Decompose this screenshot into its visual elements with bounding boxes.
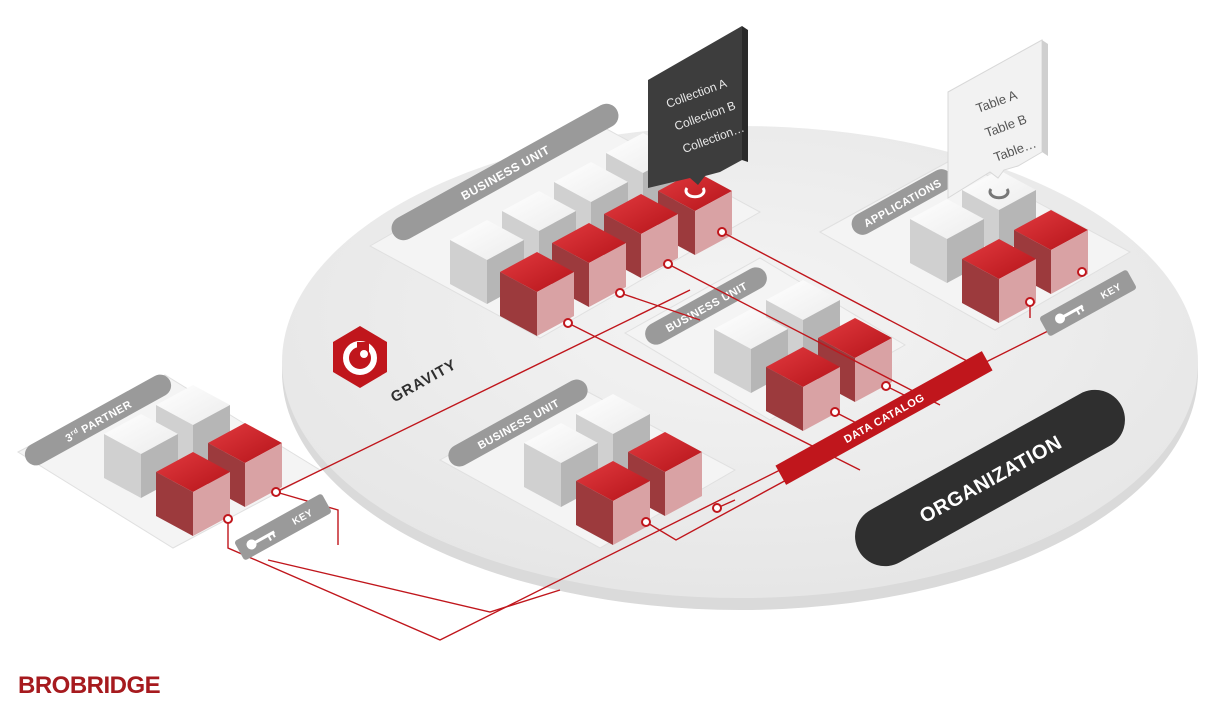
cube-top (500, 252, 574, 292)
cube-top (576, 394, 650, 434)
cube-top (576, 461, 650, 501)
connection-lines (227, 231, 1051, 641)
cube-top (714, 309, 788, 349)
key-badge-left: KEY (235, 494, 331, 560)
cube-right-face (613, 481, 650, 545)
cube-top (766, 280, 840, 320)
cube-right-face (193, 472, 230, 536)
partner-cube-3 (156, 452, 230, 536)
key-badge-right: KEY (1040, 270, 1136, 336)
cube-top (766, 347, 840, 387)
cube-top (524, 423, 598, 463)
cube-left-face (576, 481, 613, 545)
cube-top (104, 414, 178, 454)
cube-left-face (104, 434, 141, 498)
key-icon (246, 530, 276, 550)
cube-top (156, 452, 230, 492)
cube-left-face (766, 367, 803, 431)
cube-left-face (714, 329, 751, 393)
cube-top (156, 385, 230, 425)
cube-top (910, 199, 984, 239)
cube-top (554, 162, 628, 202)
cube-top (628, 432, 702, 472)
bu1-cube-4 (658, 171, 732, 255)
cube-top (962, 170, 1036, 210)
bu2-cube-1 (714, 309, 788, 393)
cube-top (604, 194, 678, 234)
app-cube-1 (910, 199, 984, 283)
refresh-icon (684, 187, 706, 199)
bu2-cube-3 (766, 347, 840, 431)
app-cube-3 (962, 239, 1036, 323)
connection-points (223, 227, 1087, 527)
cube-right-face (1051, 230, 1088, 294)
cube-top (1014, 210, 1088, 250)
partner-cube-0 (156, 385, 230, 469)
cube-left-face (156, 472, 193, 536)
cube-left-face (500, 272, 537, 336)
cube-top (818, 318, 892, 358)
gravity-logo-icon (333, 326, 387, 388)
cube-right-face (695, 191, 732, 255)
cube-left-face (962, 259, 999, 323)
cube-right-face (665, 452, 702, 516)
cube-left-face (524, 443, 561, 507)
cube-top (208, 423, 282, 463)
key-icon (1055, 304, 1085, 324)
partner-cube-1 (104, 414, 178, 498)
cube-right-face (999, 259, 1036, 323)
bu3-cube-2 (628, 432, 702, 516)
cube-layer (104, 133, 1088, 545)
cube-top (962, 239, 1036, 279)
refresh-icon (988, 188, 1010, 200)
cube-right-face (803, 367, 840, 431)
brobridge-logo: BROBRIDGE (18, 672, 161, 699)
cube-top (502, 191, 576, 231)
bu3-cube-3 (576, 461, 650, 545)
cube-left-face (450, 240, 487, 304)
cube-left-face (910, 219, 947, 283)
